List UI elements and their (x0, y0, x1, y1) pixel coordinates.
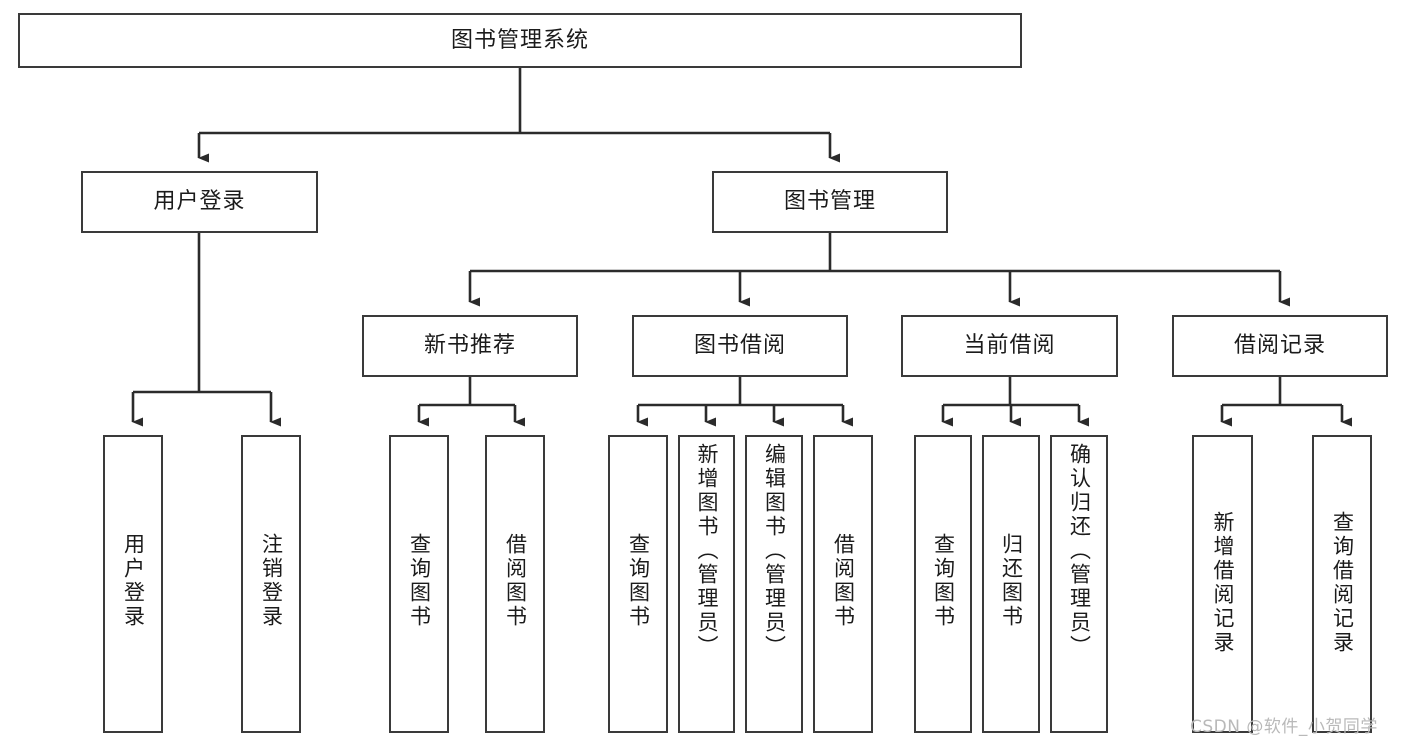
node-label: 用户登录 (153, 189, 246, 215)
node-label: 用户登录 (121, 533, 146, 629)
node-leaf-query-book-cb[interactable]: 查询图书 (914, 435, 972, 733)
node-new-book-recommend[interactable]: 新书推荐 (362, 315, 578, 377)
node-label: 当前借阅 (963, 333, 1056, 359)
node-label: 借阅图书 (503, 533, 528, 629)
node-leaf-add-book-admin[interactable]: 新增图书（管理员） (678, 435, 735, 733)
node-borrow-record[interactable]: 借阅记录 (1172, 315, 1388, 377)
node-leaf-query-book-nbr[interactable]: 查询图书 (389, 435, 449, 733)
node-book-borrow[interactable]: 图书借阅 (632, 315, 848, 377)
watermark-text: CSDN @软件_小贺同学 (1190, 717, 1378, 737)
node-book-management[interactable]: 图书管理 (712, 171, 948, 233)
node-leaf-query-book-bb[interactable]: 查询图书 (608, 435, 668, 733)
node-label: 新增图书（管理员） (695, 443, 719, 659)
node-leaf-add-borrow-record[interactable]: 新增借阅记录 (1192, 435, 1253, 733)
node-user-login[interactable]: 用户登录 (81, 171, 318, 233)
node-label: 新书推荐 (423, 333, 516, 359)
node-leaf-query-borrow-record[interactable]: 查询借阅记录 (1312, 435, 1372, 733)
node-root-system[interactable]: 图书管理系统 (18, 13, 1022, 68)
node-label: 查询图书 (407, 533, 432, 629)
node-label: 新增借阅记录 (1211, 511, 1235, 655)
node-leaf-user-login[interactable]: 用户登录 (103, 435, 163, 733)
node-label: 查询借阅记录 (1330, 511, 1355, 655)
node-label: 图书借阅 (693, 333, 786, 359)
node-label: 借阅图书 (831, 533, 856, 629)
node-label: 借阅记录 (1233, 333, 1326, 359)
node-leaf-return-book[interactable]: 归还图书 (982, 435, 1040, 733)
node-leaf-borrow-book-bb[interactable]: 借阅图书 (813, 435, 873, 733)
node-label: 图书管理系统 (450, 27, 589, 53)
node-current-borrow[interactable]: 当前借阅 (901, 315, 1118, 377)
node-label: 查询图书 (931, 533, 956, 629)
node-leaf-edit-book-admin[interactable]: 编辑图书（管理员） (745, 435, 803, 733)
node-label: 编辑图书（管理员） (762, 443, 787, 659)
node-label: 确认归还（管理员） (1067, 443, 1092, 659)
node-leaf-logout[interactable]: 注销登录 (241, 435, 301, 733)
node-label: 查询图书 (626, 533, 651, 629)
node-leaf-confirm-return-admin[interactable]: 确认归还（管理员） (1050, 435, 1108, 733)
node-leaf-borrow-book-nbr[interactable]: 借阅图书 (485, 435, 545, 733)
node-label: 图书管理 (783, 189, 876, 215)
node-label: 注销登录 (259, 533, 284, 629)
node-label: 归还图书 (999, 533, 1024, 629)
